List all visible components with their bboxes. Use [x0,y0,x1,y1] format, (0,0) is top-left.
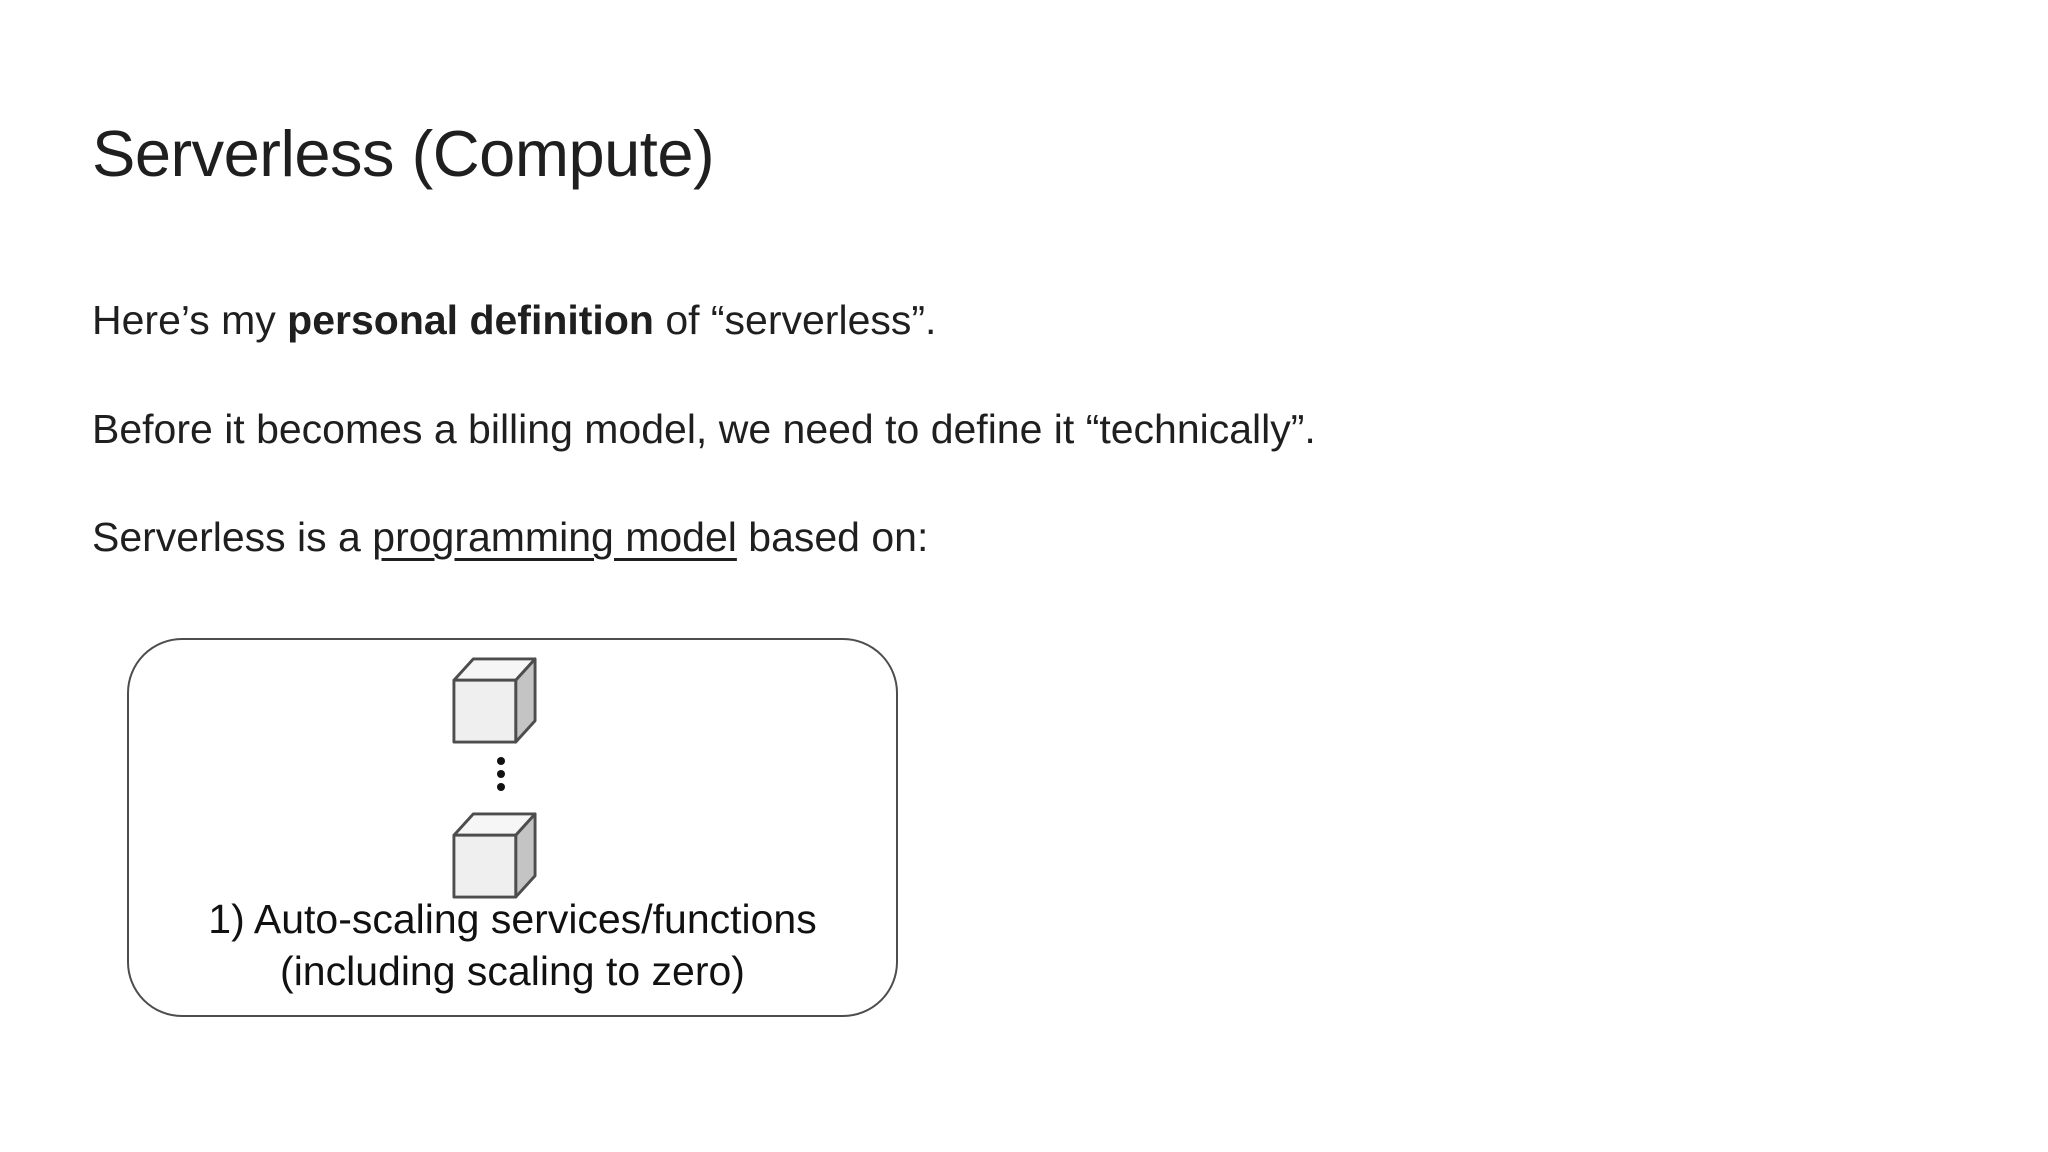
ellipsis-dot [497,757,505,765]
paragraph-personal-definition: Here’s my personal definition of “server… [92,297,936,344]
ellipsis-dot [497,770,505,778]
slide-title: Serverless (Compute) [92,117,715,190]
paragraph-text: of “serverless”. [653,297,937,343]
vertical-ellipsis-icon [497,757,505,791]
ellipsis-dot [497,783,505,791]
diagram-caption-line-2: (including scaling to zero) [280,948,745,994]
diagram-caption: 1) Auto-scaling services/functions (incl… [127,893,898,997]
cube-3d-icon [452,812,537,899]
diagram-caption-line-1: 1) Auto-scaling services/functions [208,896,817,942]
paragraph-programming-model: Serverless is a programming model based … [92,514,928,561]
paragraph-text: based on: [736,514,929,560]
underlined-text-programming-model: programming model [372,514,737,560]
paragraph-text: Serverless is a [92,514,373,560]
bold-text-personal-definition: personal definition [287,297,654,343]
paragraph-billing-model: Before it becomes a billing model, we ne… [92,406,1316,452]
cube-3d-icon [452,657,537,744]
paragraph-text: Here’s my [92,297,288,343]
